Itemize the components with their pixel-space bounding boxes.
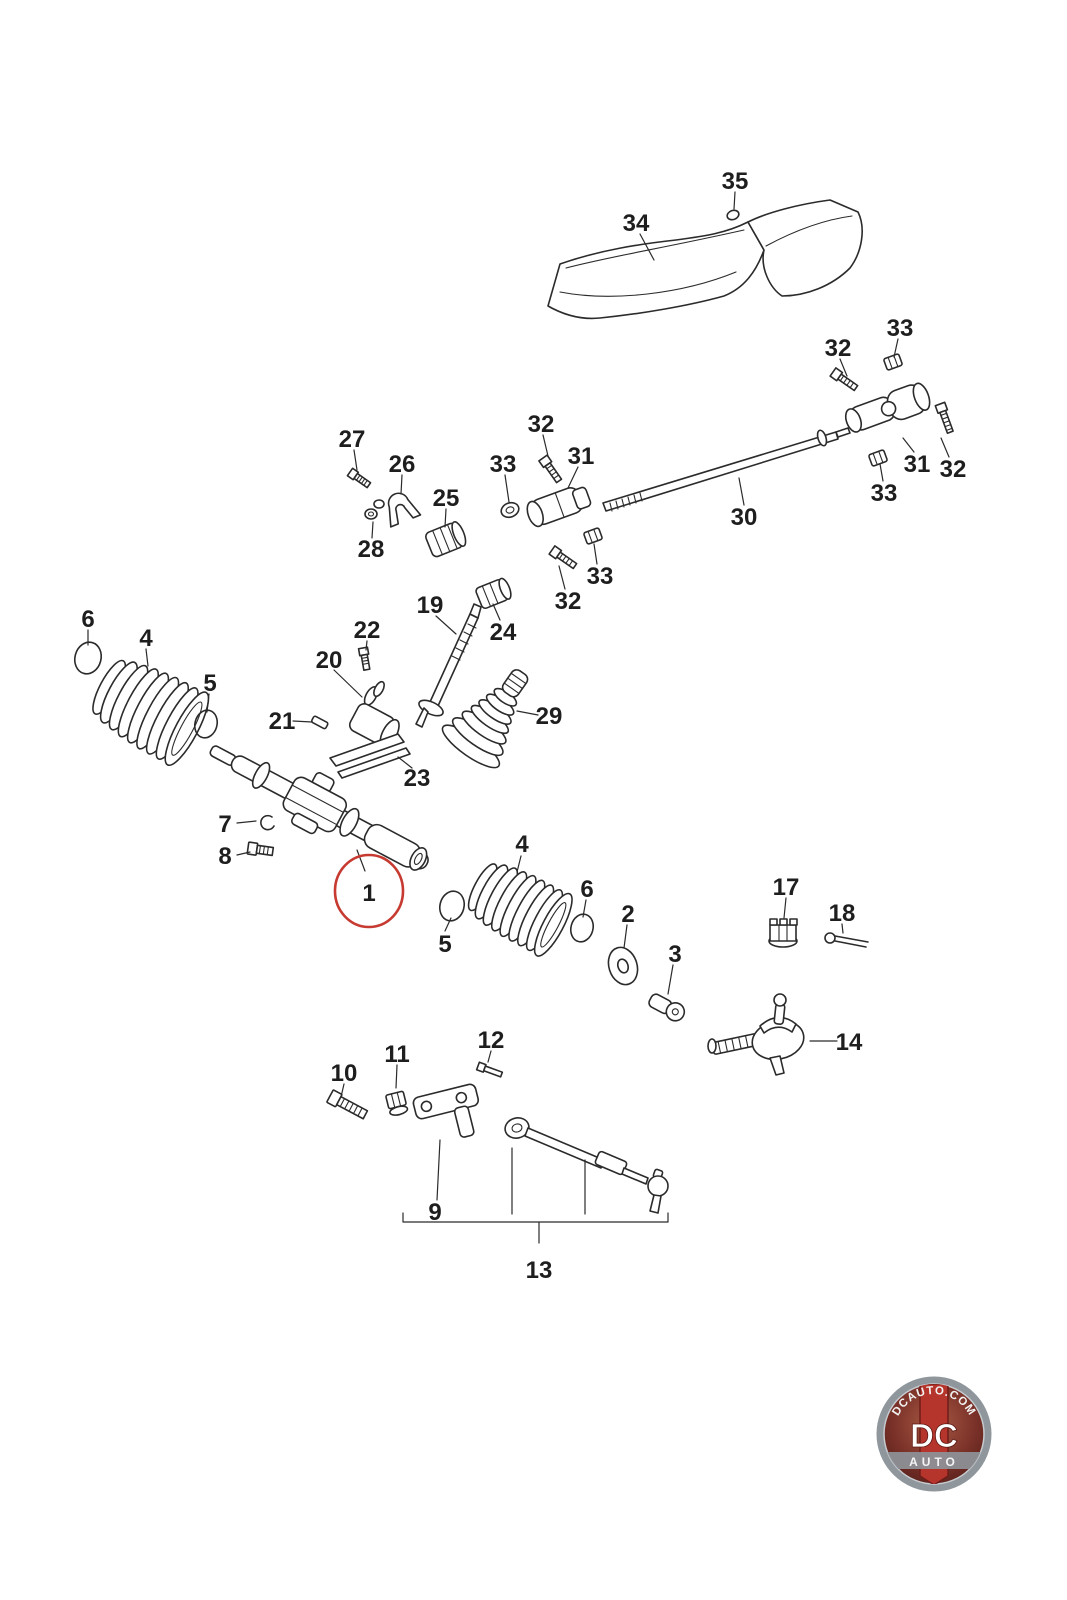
callout-13: 13: [526, 1257, 553, 1284]
part-17-castle-nut: [768, 918, 798, 948]
part-32-bolt: [829, 367, 859, 392]
watermark-brand-text: DC: [910, 1417, 958, 1454]
part-10-bolt: [326, 1089, 369, 1120]
callout-5-left: 5: [203, 670, 216, 697]
part-35-grommet: [726, 209, 740, 221]
part-33-nut: [583, 527, 603, 545]
part-25-bushing: [425, 521, 467, 558]
watermark-band: [884, 1452, 984, 1469]
part-32-bolt: [538, 454, 563, 484]
part-28-washers: [364, 499, 385, 520]
part-23-shims: [329, 733, 411, 779]
part-5-ring-right: [438, 890, 466, 922]
watermark-svg: DC AUTO DCAUTO.COM: [876, 1376, 992, 1492]
callout-19: 19: [417, 592, 444, 619]
part-6-oring-right: [569, 913, 595, 943]
part-33-nut: [883, 353, 903, 371]
callout-6-left: 6: [81, 606, 94, 633]
part-1-rack-housing: [209, 745, 429, 871]
part-33-nut: [500, 501, 520, 519]
part-13-tie-rod: [504, 1117, 669, 1214]
part-27-bolt: [346, 467, 372, 489]
callout-17: 17: [773, 874, 800, 901]
part-12-pin: [475, 1061, 504, 1078]
bracket-13: [402, 1147, 669, 1244]
callout-18: 18: [829, 900, 856, 927]
part-14-tie-rod-end: [707, 993, 805, 1076]
callout-30: 30: [731, 504, 758, 531]
part-9-clamp-bracket: [412, 1083, 480, 1138]
watermark-badge: DC AUTO DCAUTO.COM: [876, 1376, 992, 1492]
callout-21: 21: [269, 708, 296, 735]
part-30-steering-shaft: [602, 427, 851, 512]
part-4-boot-right: [467, 863, 573, 957]
leader-lines: [87, 191, 950, 1201]
part-6-oring-left: [73, 641, 103, 675]
part-34-heat-shield: [547, 199, 863, 320]
callout-26: 26: [389, 451, 416, 478]
callout-7: 7: [218, 811, 231, 838]
part-5-ring-left: [193, 709, 219, 739]
part-20-washers: [363, 680, 385, 706]
callout-33-d: 33: [587, 563, 614, 590]
callout-20: 20: [316, 647, 343, 674]
callout-4-left: 4: [139, 625, 153, 652]
part-21-pin: [310, 715, 329, 730]
part-29-pinion-boot: [441, 669, 529, 769]
callout-11: 11: [384, 1041, 409, 1068]
callout-32-c: 32: [528, 411, 555, 438]
watermark-sub-text: AUTO: [909, 1455, 959, 1469]
callout-32-b: 32: [940, 456, 967, 483]
callout-4-right: 4: [515, 831, 529, 858]
part-32-bolt: [934, 401, 954, 435]
part-19-pinion-shaft: [415, 603, 482, 728]
callout-29: 29: [536, 703, 563, 730]
part-4-boot-left: [92, 659, 210, 767]
part-2-washer: [607, 946, 639, 986]
callout-5-right: 5: [438, 931, 451, 958]
callout-31-middle: 31: [568, 443, 595, 470]
part-33-nut: [868, 449, 888, 467]
part-18-cotter-pin: [824, 932, 869, 948]
callout-14: 14: [836, 1029, 863, 1056]
part-31-yoke-middle: [500, 454, 603, 570]
callout-2: 2: [621, 901, 634, 928]
callout-33-a: 33: [887, 315, 914, 342]
callout-31-right: 31: [904, 451, 931, 478]
callout-32-d: 32: [555, 588, 582, 615]
part-11-nut: [385, 1090, 409, 1116]
part-24-bushing: [475, 577, 512, 610]
callout-12: 12: [478, 1027, 505, 1054]
callout-24: 24: [490, 619, 517, 646]
callout-9: 9: [428, 1199, 441, 1226]
callout-35: 35: [722, 168, 749, 195]
callout-27: 27: [339, 426, 366, 453]
callout-10: 10: [331, 1060, 358, 1087]
callout-1-highlighted: 1: [362, 880, 375, 907]
callout-33-b: 33: [871, 480, 898, 507]
callout-22: 22: [354, 617, 381, 644]
part-31-ujoint-right: [829, 353, 954, 467]
callout-8: 8: [218, 843, 231, 870]
part-22-bolt: [357, 646, 371, 671]
callout-labels: 35 34 32 33 31 32 33 30 32 31 33 33 32 2…: [81, 168, 966, 1284]
highlight-circle: [333, 853, 405, 929]
callout-34: 34: [623, 210, 650, 237]
part-8-bolt: [246, 841, 275, 857]
callout-23: 23: [404, 765, 431, 792]
part-7-circlip: [260, 814, 275, 831]
callout-28: 28: [358, 536, 385, 563]
part-26-clamp: [387, 492, 422, 528]
part-32-bolt: [548, 545, 578, 570]
callout-3: 3: [668, 941, 681, 968]
part-3-ball-stud: [648, 993, 686, 1022]
callout-33-c: 33: [490, 451, 517, 478]
callout-6-right: 6: [580, 876, 593, 903]
callout-25: 25: [433, 485, 460, 512]
callout-32-a: 32: [825, 335, 852, 362]
diagram-artwork: [73, 191, 954, 1244]
